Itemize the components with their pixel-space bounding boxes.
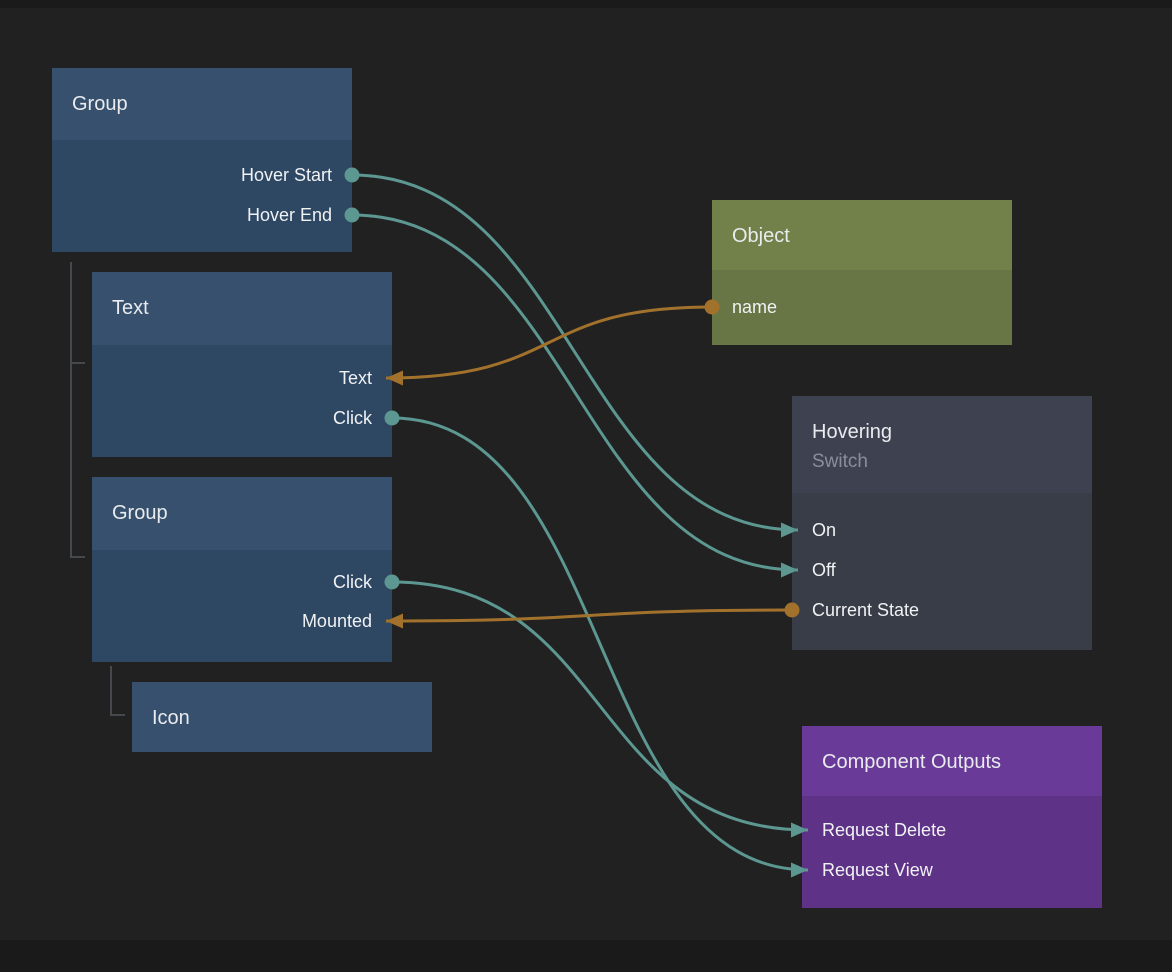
port-dot-text-1-click[interactable] <box>384 410 400 426</box>
node-title: Component Outputs <box>822 751 1001 773</box>
port-arrow-hovering-1-off[interactable] <box>781 562 798 578</box>
port-component-outputs-request-delete[interactable]: Request Delete <box>822 820 947 840</box>
node-object-1[interactable]: Object name <box>712 200 1012 345</box>
port-group-1-hover-start[interactable]: Hover Start <box>240 165 332 185</box>
node-title: Icon <box>152 707 190 729</box>
port-dot-group-1-hover-end[interactable] <box>344 207 360 223</box>
node-header[interactable]: Object <box>712 200 1012 270</box>
node-title: Object <box>732 225 790 247</box>
port-group-2-mounted[interactable]: Mounted <box>301 611 372 631</box>
node-header[interactable]: Icon <box>132 682 432 752</box>
port-arrow-group-2-mounted[interactable] <box>386 613 403 629</box>
node-body <box>92 345 392 457</box>
port-dot-group-2-click[interactable] <box>384 574 400 590</box>
node-body <box>802 796 1102 908</box>
port-arrow-component-outputs-request-view[interactable] <box>791 862 808 878</box>
edge-name-to-text[interactable] <box>385 305 713 380</box>
port-arrow-component-outputs-request-delete[interactable] <box>791 822 808 838</box>
node-body <box>52 140 352 252</box>
port-hovering-1-current-state[interactable]: Current State <box>812 600 920 620</box>
port-dot-hovering-1-current-state[interactable] <box>784 602 800 618</box>
tree-connector-group2-to-icon-branch <box>110 666 125 716</box>
canvas-bottom-edge <box>0 940 1172 972</box>
edge-group-click-to-request-delete[interactable] <box>391 580 809 832</box>
edge-hover-end-to-off[interactable] <box>351 213 799 572</box>
port-arrow-text-1-text[interactable] <box>386 370 403 386</box>
node-subtitle: Switch <box>812 451 868 472</box>
node-body <box>792 493 1092 650</box>
node-body <box>92 550 392 662</box>
port-text-1-click[interactable]: Click <box>333 408 372 428</box>
port-group-1-hover-end[interactable]: Hover End <box>246 205 332 225</box>
node-body <box>712 270 1012 345</box>
edge-text-click-to-request-view[interactable] <box>391 416 809 872</box>
port-dot-group-1-hover-start[interactable] <box>344 167 360 183</box>
edge-hover-start-to-on[interactable] <box>351 173 799 532</box>
node-title: Text <box>112 297 149 319</box>
node-icon-1[interactable]: Icon <box>132 682 432 752</box>
node-header[interactable]: Component Outputs <box>802 726 1102 796</box>
node-header[interactable]: Group <box>52 68 352 140</box>
port-object-1-name[interactable]: name <box>732 297 778 317</box>
port-group-2-click[interactable]: Click <box>333 572 372 592</box>
edge-current-state-to-mounted[interactable] <box>385 608 793 623</box>
tree-connector-group1-children-spine <box>70 262 85 558</box>
node-title: Group <box>112 502 168 524</box>
port-component-outputs-request-view[interactable]: Request View <box>822 860 933 880</box>
port-hovering-1-on[interactable]: On <box>812 520 837 540</box>
canvas-top-edge <box>0 0 1172 8</box>
port-arrow-hovering-1-on[interactable] <box>781 522 798 538</box>
node-header[interactable]: Text <box>92 272 392 345</box>
port-dot-object-1-name[interactable] <box>704 299 720 315</box>
node-title: Hovering <box>812 421 893 443</box>
port-hovering-1-off[interactable]: Off <box>812 560 836 580</box>
port-text-1-text[interactable]: Text <box>338 368 372 388</box>
node-title: Group <box>72 93 128 115</box>
node-header[interactable]: Group <box>92 477 392 550</box>
